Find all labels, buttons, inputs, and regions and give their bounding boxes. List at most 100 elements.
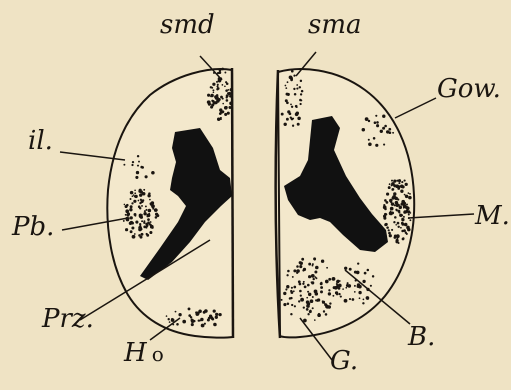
stipple-dot [216, 81, 218, 83]
stipple-dot [132, 161, 134, 163]
stipple-dot [293, 269, 296, 272]
stipple-dot [392, 188, 395, 191]
stipple-dot [293, 88, 295, 90]
stipple-dot [404, 223, 408, 227]
stipple-dot [130, 230, 133, 233]
stipple-dot [386, 193, 389, 196]
stipple-dot [296, 265, 299, 268]
stipple-dot [132, 235, 136, 239]
stipple-dot [328, 278, 331, 281]
stipple-dot [140, 190, 143, 193]
stipple-dot [359, 297, 361, 299]
stipple-dot [150, 202, 153, 205]
stipple-dot [131, 202, 133, 204]
left-midline-edge [232, 68, 233, 338]
stipple-dot [281, 113, 284, 116]
stipple-dot [368, 143, 372, 147]
stipple-dot [392, 195, 396, 199]
stipple-dot [376, 121, 379, 124]
stipple-dot [398, 182, 400, 184]
stipple-dot [135, 221, 138, 224]
stipple-dot [124, 204, 126, 206]
stipple-dot [320, 290, 323, 293]
stipple-dot [375, 144, 378, 147]
stipple-dot [367, 269, 370, 272]
stipple-dot [311, 274, 315, 278]
stipple-dot [176, 323, 179, 326]
stipple-dot [123, 220, 125, 222]
stipple-dot [395, 224, 397, 226]
stipple-dot [139, 207, 141, 209]
stipple-dot [308, 293, 311, 296]
stipple-dot [298, 300, 300, 302]
stipple-dot [352, 298, 355, 301]
stipple-dot [390, 207, 394, 211]
stipple-dot [348, 284, 352, 288]
stipple-dot [299, 290, 302, 293]
stipple-dot [300, 93, 302, 95]
stipple-dot [339, 280, 341, 282]
stipple-dot [315, 299, 317, 301]
stipple-dot [398, 212, 400, 214]
stipple-dot [396, 234, 400, 238]
stipple-dot [302, 283, 304, 285]
stipple-dot [169, 321, 171, 323]
stipple-dot [131, 226, 134, 229]
stipple-dot [299, 86, 301, 88]
stipple-dot [285, 288, 287, 290]
stipple-dot [290, 116, 292, 118]
stipple-dot [299, 265, 302, 268]
stipple-dot [227, 89, 229, 91]
stipple-dot [368, 120, 370, 122]
stipple-dot [299, 261, 302, 264]
stipple-dot [227, 112, 230, 115]
stipple-dot [168, 318, 170, 320]
stipple-dot [134, 189, 136, 191]
stipple-dot [230, 88, 234, 92]
label-ho: Ho [124, 340, 164, 366]
stipple-dot [303, 306, 305, 308]
stipple-dot [409, 219, 411, 221]
stipple-dot [139, 225, 141, 227]
stipple-dot [137, 165, 139, 167]
stipple-dot [215, 96, 219, 100]
stipple-dot [338, 284, 340, 286]
label-ho-sub: o [152, 342, 164, 366]
stipple-dot [374, 121, 377, 124]
stipple-dot [125, 228, 128, 231]
stipple-dot [373, 137, 376, 140]
stipple-dot [295, 112, 299, 116]
stipple-dot [332, 277, 336, 281]
stipple-dot [145, 205, 147, 207]
stipple-dot [298, 280, 301, 283]
stipple-dot [285, 87, 287, 89]
stipple-dot [141, 205, 143, 207]
label-smd: smd [160, 12, 215, 38]
stipple-dot [132, 195, 134, 197]
stipple-dot [391, 202, 394, 205]
stipple-dot [401, 218, 404, 221]
stipple-dot [198, 319, 200, 321]
stipple-dot [188, 314, 191, 317]
stipple-dot [384, 223, 387, 226]
stipple-dot [401, 181, 403, 183]
stipple-dot [382, 127, 385, 130]
stipple-dot [152, 227, 154, 229]
stipple-dot [126, 204, 129, 207]
stipple-dot [386, 226, 389, 229]
stipple-dot [349, 268, 352, 271]
stipple-dot [140, 236, 143, 239]
stipple-dot [175, 311, 177, 313]
label-gow: Gow. [437, 76, 501, 102]
stipple-dot [391, 180, 393, 182]
stipple-dot [311, 281, 314, 284]
stipple-dot [320, 286, 323, 289]
stipple-dot [407, 210, 410, 213]
stipple-dot [286, 93, 289, 96]
stipple-dot [408, 192, 410, 194]
stipple-dot [308, 263, 311, 266]
stipple-dot [314, 259, 316, 261]
stipple-dot [286, 101, 289, 104]
stipple-dot [314, 319, 316, 321]
stipple-dot [399, 206, 402, 209]
